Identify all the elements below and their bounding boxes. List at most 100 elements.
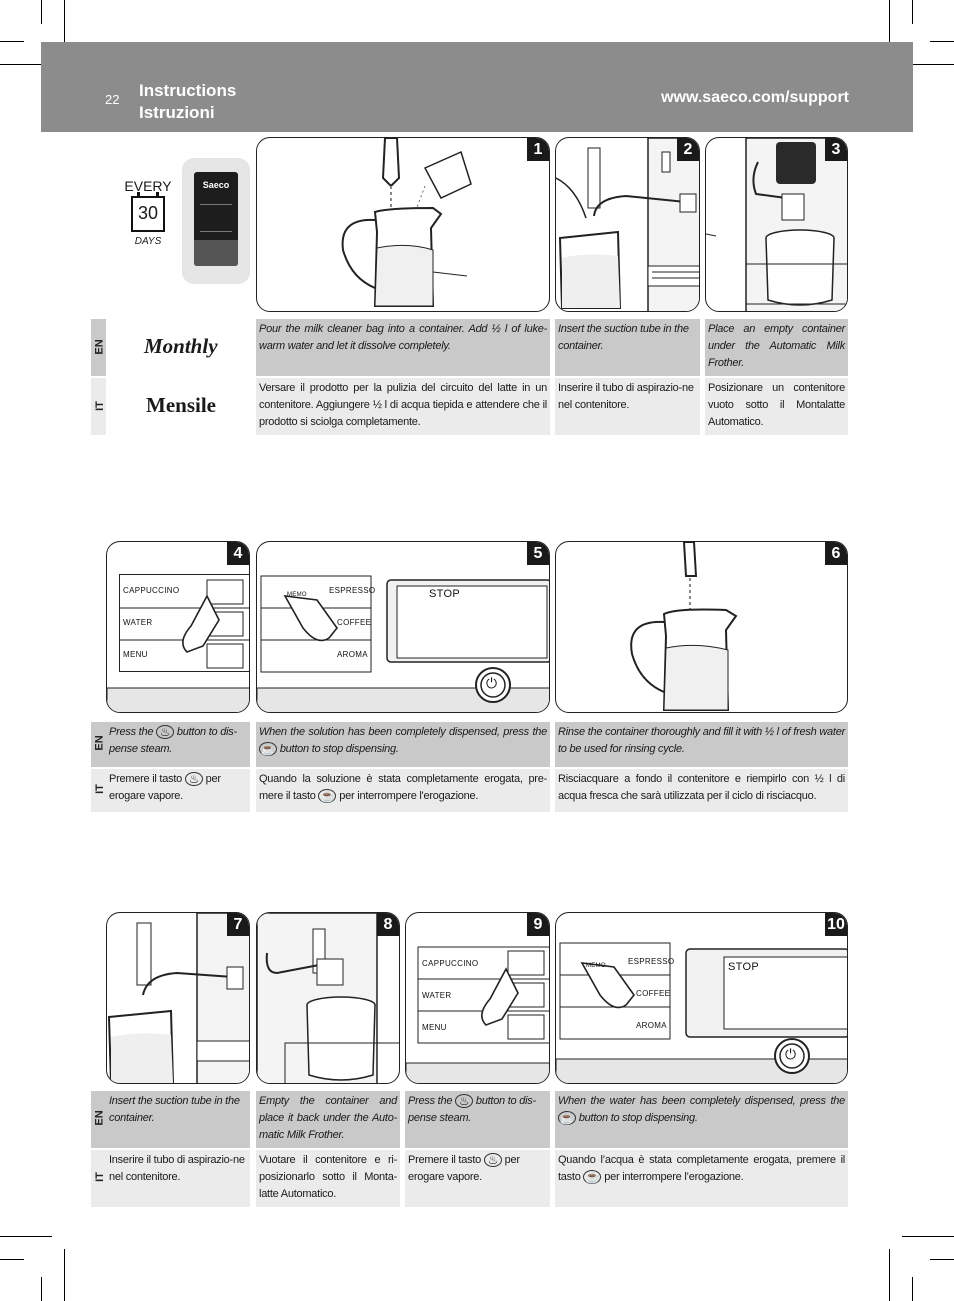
step-10-illustration: 10 ESPRESSO COFFEE AROMA MEMO STOP ⏻ xyxy=(555,912,848,1084)
cappuccino-key-label: CAPPUCCINO xyxy=(123,586,180,595)
control-panel-illustration xyxy=(257,575,549,712)
every-label: EVERY xyxy=(124,178,172,194)
pitcher-illustration xyxy=(341,138,472,307)
coffee-key-label: COFFEE xyxy=(636,989,671,998)
step-8-illustration: 8 xyxy=(256,912,400,1084)
steam-icon: ♨ xyxy=(184,772,203,787)
machine-container-illustration xyxy=(257,913,399,1083)
lang-cell-en xyxy=(91,722,106,767)
title-it: Istruzioni xyxy=(139,103,215,122)
steam-icon: ♨ xyxy=(455,1094,474,1109)
crop-mark xyxy=(889,1249,890,1301)
crop-mark xyxy=(64,0,65,52)
crop-mark xyxy=(41,0,42,24)
memo-cup-icon: ☕ xyxy=(583,1170,602,1185)
step-number: 7 xyxy=(227,913,249,936)
step-number: 3 xyxy=(825,138,847,161)
lang-cell-en xyxy=(91,319,106,376)
step-6-text-it: Risciacquare a fondo il contenitore e ri… xyxy=(555,769,848,812)
coffee-key-label: COFFEE xyxy=(337,618,372,627)
lang-label-en: EN xyxy=(93,1110,106,1126)
lang-label-en: EN xyxy=(93,735,106,751)
machine-empty-container-illustration xyxy=(706,138,847,311)
milk-cleaner-package-image: Saeco xyxy=(182,158,250,284)
step-7-text-en: Insert the suction tube in the container… xyxy=(106,1091,250,1148)
lang-cell-it xyxy=(91,769,106,812)
support-url[interactable]: www.saeco.com/support xyxy=(661,89,849,106)
frequency-en: Monthly xyxy=(144,334,218,358)
step-9-text-it: Premere il tasto ♨ per erogare vapore. xyxy=(405,1150,550,1207)
machine-suction-tube-illustration xyxy=(107,913,249,1083)
step-6-illustration: 6 xyxy=(555,541,848,713)
crop-mark xyxy=(930,41,954,42)
step-5-text-en: When the solution has been completely di… xyxy=(256,722,550,767)
menu-key-label: MENU xyxy=(123,650,148,659)
every-30-days-icon: EVERY 30 DAYS xyxy=(120,178,176,264)
page-number: 22 xyxy=(105,92,120,107)
power-icon[interactable]: ⏻ xyxy=(785,1046,797,1062)
step-4-text-it: Premere il tasto ♨ per erogare vapore. xyxy=(106,769,250,812)
lang-label-it: IT xyxy=(93,784,106,794)
calendar-icon: 30 xyxy=(131,192,165,232)
power-icon[interactable]: ⏻ xyxy=(486,675,498,691)
title-en: Instructions xyxy=(139,81,237,100)
crop-mark xyxy=(41,1277,42,1301)
crop-mark xyxy=(912,0,913,24)
espresso-key-label: ESPRESSO xyxy=(628,957,675,966)
step-7-illustration: 7 xyxy=(106,912,250,1084)
memo-key-label: MEMO xyxy=(586,963,606,969)
lang-label-it: IT xyxy=(93,401,106,411)
step-9-text-en: Press the ♨ button to dis-pense steam. xyxy=(405,1091,550,1148)
aroma-key-label: AROMA xyxy=(636,1021,667,1030)
step-number: 2 xyxy=(677,138,699,161)
lang-cell-en xyxy=(91,1091,106,1148)
lang-cell-it xyxy=(91,378,106,435)
lang-label-en: EN xyxy=(93,339,106,355)
step-3-illustration: 3 xyxy=(705,137,848,312)
brand-logo: Saeco xyxy=(202,180,230,190)
step-number: 9 xyxy=(527,913,549,936)
step-4-illustration: 4 CAPPUCCINO WATER MENU xyxy=(106,541,250,713)
step-number: 1 xyxy=(527,138,549,161)
step-5-illustration: 5 ESPRESSO COFFEE AROMA MEMO STOP ⏻ xyxy=(256,541,550,713)
crop-mark xyxy=(0,1236,52,1237)
steam-icon: ♨ xyxy=(483,1153,502,1168)
step-3-text-en: Place an empty container under the Autom… xyxy=(705,319,848,376)
frequency-it: Mensile xyxy=(146,393,216,417)
crop-mark xyxy=(0,64,52,65)
crop-mark xyxy=(64,1249,65,1301)
step-3-text-it: Posizionare un contenitore vuoto sotto i… xyxy=(705,378,848,435)
step-1-illustration: 1 xyxy=(256,137,550,312)
step-1-text-en: Pour the milk cleaner bag into a contain… xyxy=(256,319,550,376)
display-stop-text: STOP xyxy=(728,961,759,973)
espresso-key-label: ESPRESSO xyxy=(329,586,376,595)
crop-mark xyxy=(930,1259,954,1260)
step-2-text-it: Inserire il tubo di aspirazio-ne nel con… xyxy=(555,378,700,435)
step-2-text-en: Insert the suction tube in the container… xyxy=(555,319,700,376)
step-number: 5 xyxy=(527,542,549,565)
steam-icon: ♨ xyxy=(156,725,175,740)
water-key-label: WATER xyxy=(422,991,452,1000)
step-10-text-it: Quando l’acqua è stata completamente ero… xyxy=(555,1150,848,1207)
control-panel-illustration xyxy=(556,942,847,1083)
machine-suction-tube-illustration xyxy=(556,138,699,311)
display-stop-text: STOP xyxy=(429,588,460,600)
crop-mark xyxy=(0,41,24,42)
step-number: 10 xyxy=(825,913,847,936)
days-number: 30 xyxy=(137,203,159,223)
finger-press-illustration xyxy=(107,579,249,712)
crop-mark xyxy=(912,1277,913,1301)
lang-label-it: IT xyxy=(93,1172,106,1182)
days-label: DAYS xyxy=(134,236,162,247)
page-title: Instructions Istruzioni xyxy=(139,80,236,124)
water-key-label: WATER xyxy=(123,618,153,627)
pitcher-rinse-illustration xyxy=(630,542,738,711)
step-1-text-it: Versare il prodotto per la pulizia del c… xyxy=(256,378,550,435)
step-4-text-en: Press the ♨ button to dis-pense steam. xyxy=(106,722,250,767)
menu-key-label: MENU xyxy=(422,1023,447,1032)
step-number: 8 xyxy=(377,913,399,936)
step-9-illustration: 9 CAPPUCCINO WATER MENU xyxy=(405,912,550,1084)
step-5-text-it: Quando la soluzione è stata completament… xyxy=(256,769,550,812)
finger-press-illustration xyxy=(406,946,549,1083)
step-6-text-en: Rinse the container thoroughly and fill … xyxy=(555,722,848,767)
